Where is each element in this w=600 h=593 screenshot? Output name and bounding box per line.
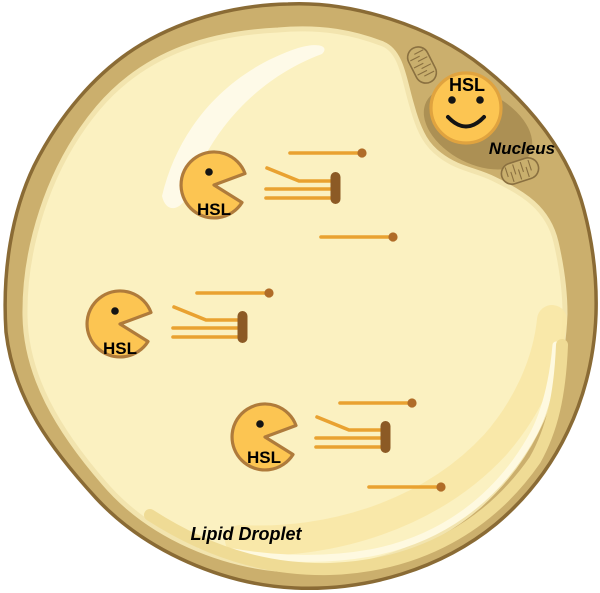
hsl-label-nucleus: HSL <box>449 75 485 95</box>
lipid-droplet-label: Lipid Droplet <box>191 524 303 544</box>
happy-face-circle <box>429 71 503 145</box>
hsl-label-2: HSL <box>103 339 137 358</box>
droplet-highlight <box>162 45 325 209</box>
hsl-enzyme: HSL <box>85 289 153 359</box>
hsl-label-1: HSL <box>197 200 231 219</box>
hsl-label-3: HSL <box>247 448 281 467</box>
happy-face-right-eye <box>476 96 484 104</box>
hsl-enzyme: HSL <box>179 150 247 220</box>
happy-face-left-eye <box>448 96 456 104</box>
hsl-happy-face: HSL <box>429 71 503 145</box>
hsl-enzyme: HSL <box>230 402 298 472</box>
happy-face-smile <box>446 115 486 129</box>
droplet-shade-crescent <box>225 305 567 556</box>
nucleus-label: Nucleus <box>489 139 555 158</box>
droplet-gold-edge <box>144 339 568 576</box>
droplet-bright-streak <box>196 341 560 562</box>
